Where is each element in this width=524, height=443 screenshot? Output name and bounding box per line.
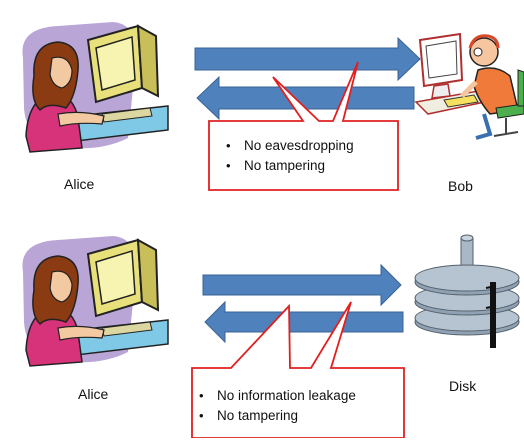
disk-label: Disk (449, 378, 477, 394)
callout-2-list: No information leakage No tampering (197, 386, 356, 426)
disk-platters-icon (414, 234, 520, 348)
arrow-alice-to-disk (202, 263, 402, 307)
property-item: No information leakage (197, 386, 356, 406)
arrow-alice-to-bob (194, 36, 421, 82)
alice-computer-icon (22, 22, 169, 153)
alice-label-2: Alice (78, 386, 109, 402)
property-item: No eavesdropping (224, 136, 354, 156)
callout-1-list: No eavesdropping No tampering (224, 136, 354, 176)
alice-computer-icon-2 (22, 236, 169, 367)
bob-label: Bob (448, 178, 473, 194)
property-item: No tampering (224, 156, 354, 176)
alice-label: Alice (64, 176, 95, 192)
arrow-disk-to-alice (204, 300, 404, 344)
property-item: No tampering (197, 406, 356, 426)
arrow-bob-to-alice (196, 75, 415, 121)
bob-computer-icon (414, 32, 524, 140)
